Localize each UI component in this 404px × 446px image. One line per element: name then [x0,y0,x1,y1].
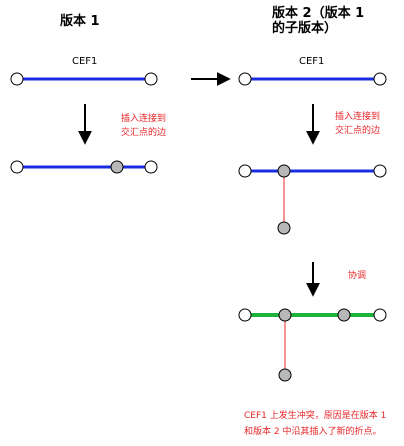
reconcile-note: 协调 [348,271,367,281]
insert-note-right-line-2: 交汇点的边 [335,126,381,136]
insert-note-left-line-2: 交汇点的边 [121,128,167,138]
connected-junction [278,368,292,382]
conflict-note: CEF1 上发生冲突，原因是在版本 1 和版本 2 中沿其插入了新的折点。 [244,408,386,440]
insert-note-left: 插入连接到 交汇点的边 [121,112,166,140]
junction-node [373,308,387,322]
cef1-label-left: CEF1 [72,56,98,67]
version-2-title-line-1: 版本 2（版本 1 [272,6,365,21]
version-1-title: 版本 1 [60,14,100,29]
version-2-title-line-2: 的子版本） [272,21,338,36]
insert-note-left-line-1: 插入连接到 [121,114,167,124]
junction-node [238,164,252,178]
connected-junction [277,221,291,235]
inserted-vertex [110,160,124,174]
conflict-note-line-2: 和版本 2 中沿其插入了新的折点。 [244,427,382,437]
inserted-vertex [278,308,292,322]
junction-node [10,72,24,86]
version-2-title: 版本 2（版本 1 的子版本） [272,6,364,36]
conflict-note-line-1: CEF1 上发生冲突，原因是在版本 1 [244,411,387,421]
inserted-vertex [337,308,351,322]
junction-node [238,72,252,86]
cef1-label-right: CEF1 [299,56,325,67]
junction-node [373,72,387,86]
junction-node [373,164,387,178]
junction-node [144,160,158,174]
insert-note-right-line-1: 插入连接到 [335,112,381,122]
junction-node [238,308,252,322]
inserted-vertex [277,164,291,178]
junction-node [144,72,158,86]
insert-note-right: 插入连接到 交汇点的边 [335,110,380,138]
junction-node [10,160,24,174]
